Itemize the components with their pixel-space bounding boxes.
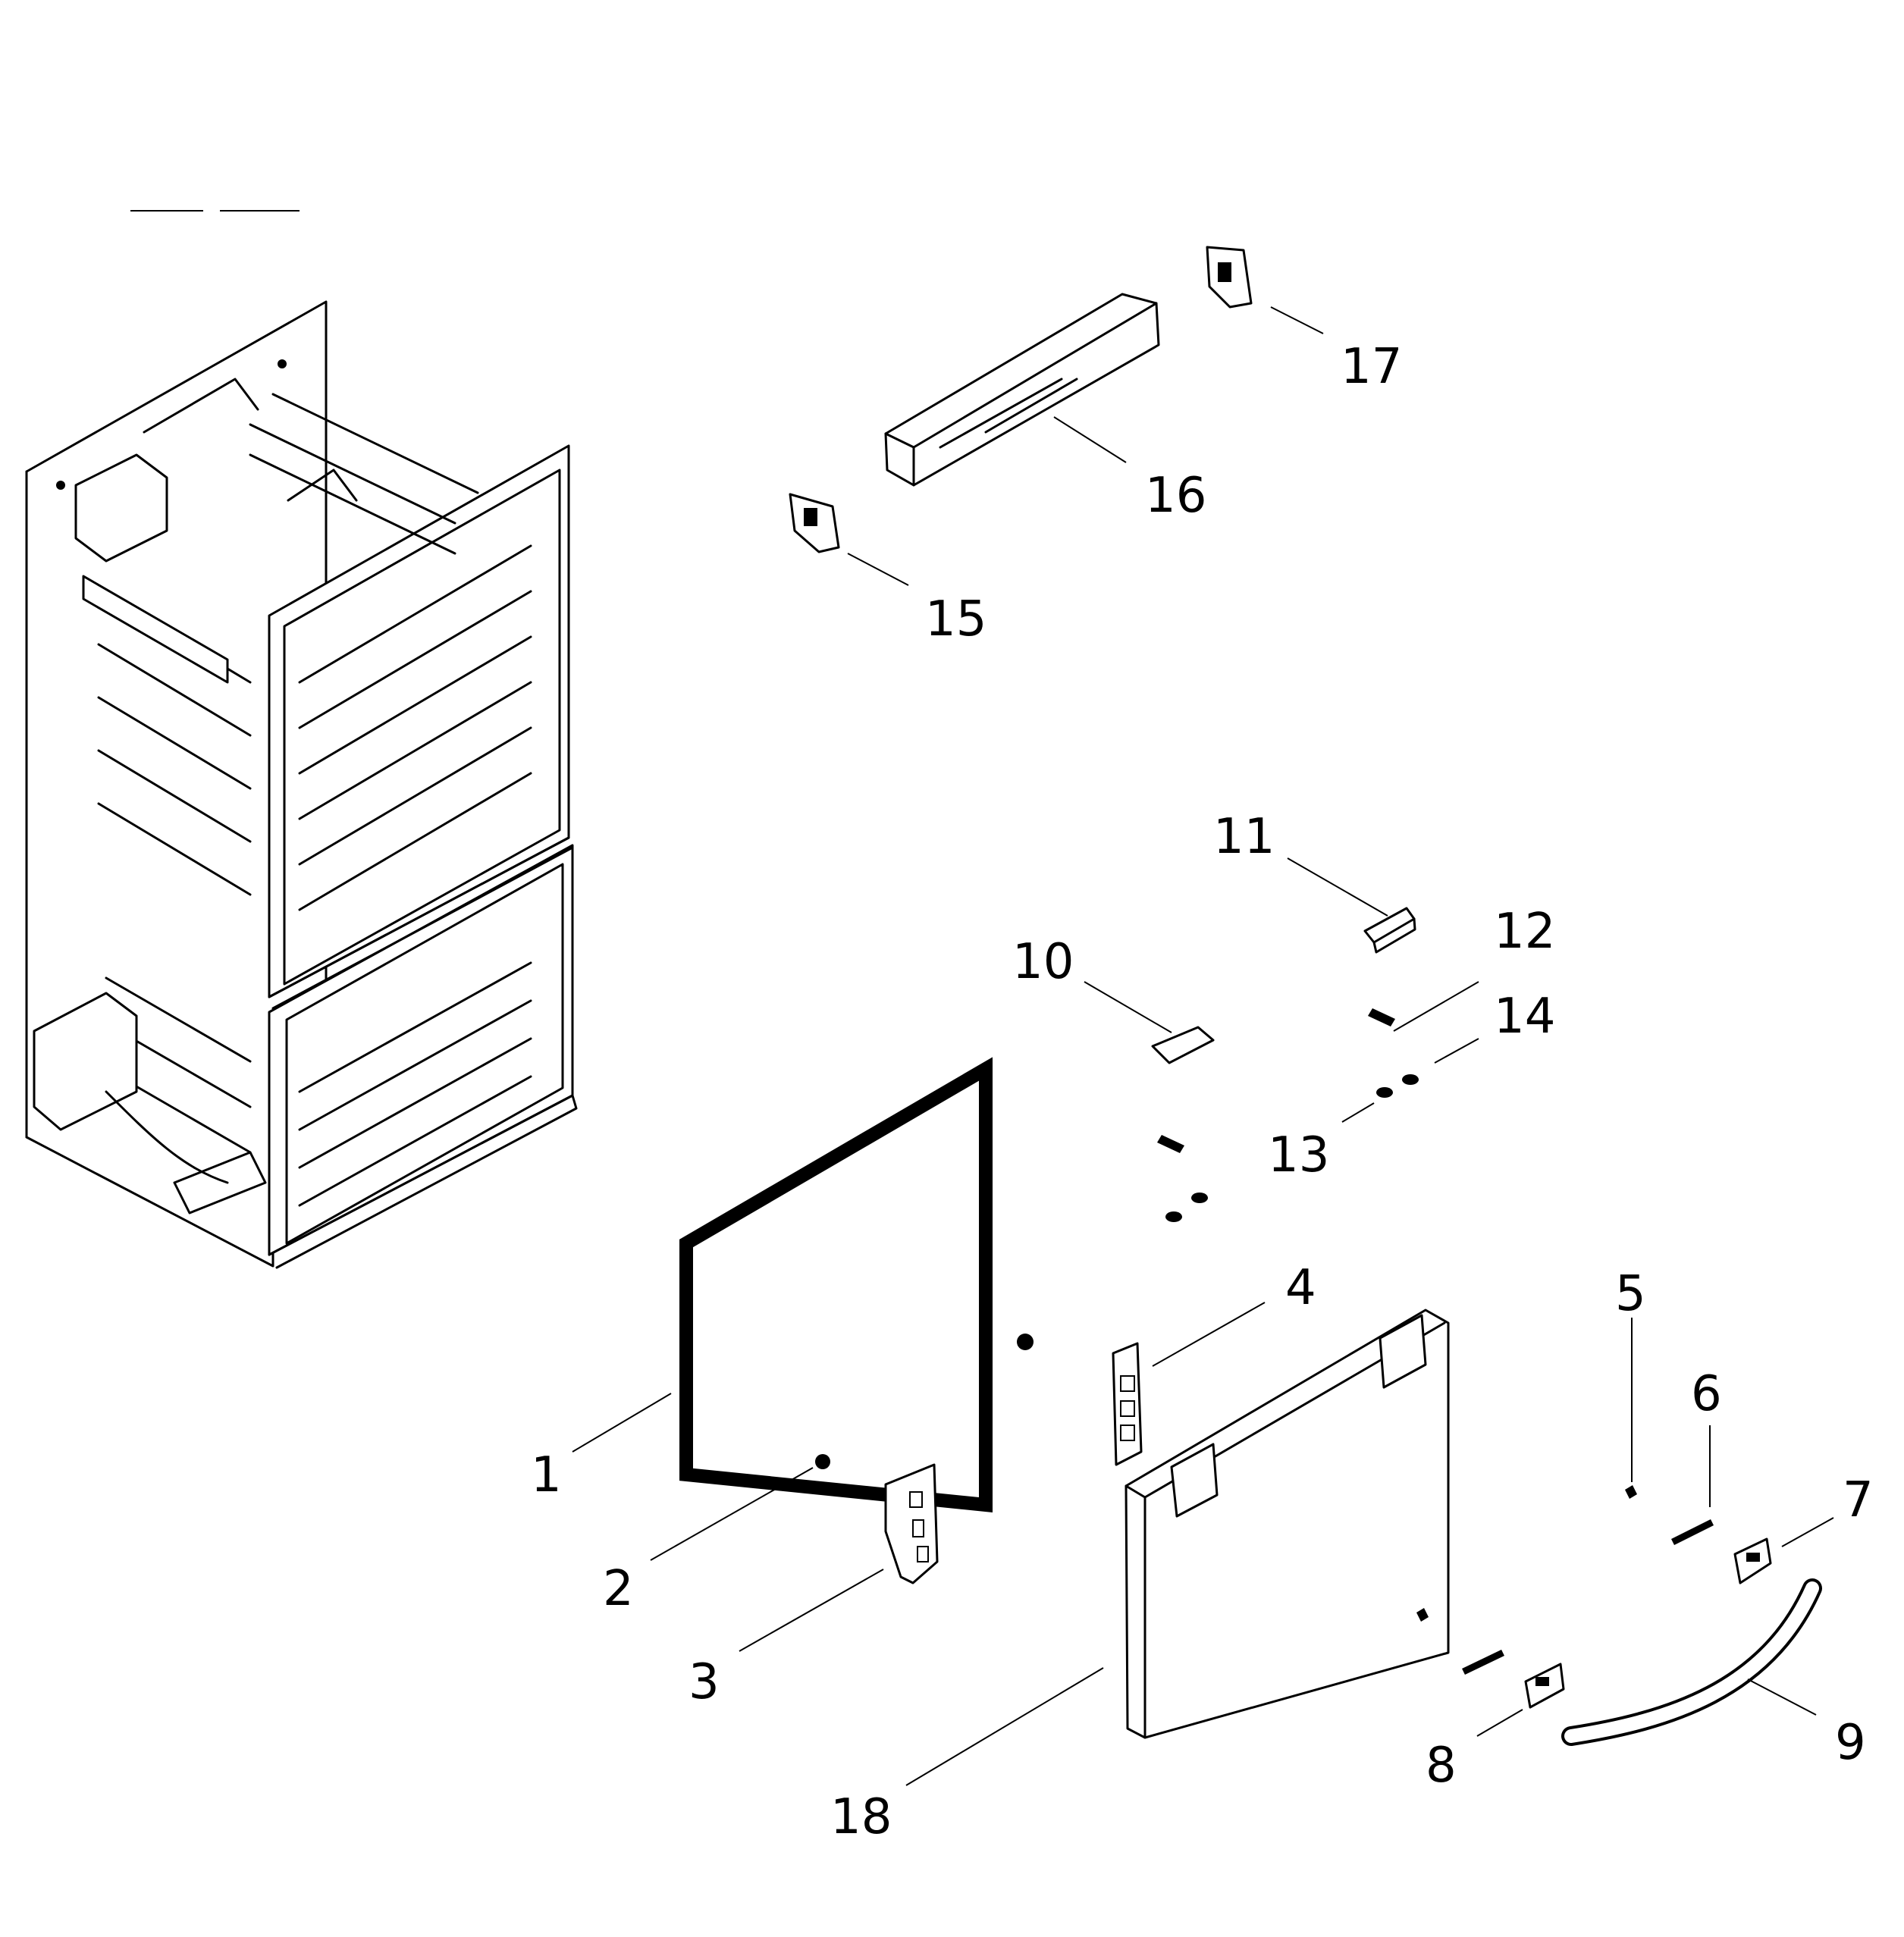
callout-11: 11 xyxy=(1213,809,1275,865)
part-4-hinge-plate xyxy=(1112,1342,1143,1466)
callout-4: 4 xyxy=(1285,1260,1316,1316)
callout-12: 12 xyxy=(1494,904,1555,960)
part-11-cover xyxy=(1363,907,1416,954)
part-8-handle-cap xyxy=(1524,1663,1565,1709)
part-10-cover xyxy=(1151,1026,1215,1064)
callout-6: 6 xyxy=(1691,1366,1722,1422)
callout-13: 13 xyxy=(1268,1127,1329,1183)
callout-7: 7 xyxy=(1843,1472,1874,1528)
leader-lines xyxy=(572,306,1834,1786)
part-16-drawer-rail xyxy=(884,293,1160,487)
part-18-freezer-door xyxy=(1125,1309,1450,1739)
part-5-pin xyxy=(1416,1485,1637,1622)
part-13-washer xyxy=(1165,1087,1393,1222)
callout-10: 10 xyxy=(1012,934,1074,990)
part-12-bolt xyxy=(1157,1008,1395,1153)
part-15-end-cap xyxy=(789,493,840,553)
callout-17: 17 xyxy=(1341,339,1402,395)
callout-9: 9 xyxy=(1835,1715,1866,1771)
part-17-end-cap xyxy=(1206,246,1253,309)
callout-2: 2 xyxy=(603,1561,634,1617)
callout-labels: 1 2 3 4 5 6 7 8 9 10 11 12 13 14 15 16 1… xyxy=(531,339,1874,1845)
callout-8: 8 xyxy=(1426,1738,1457,1794)
part-6-shaft xyxy=(1462,1519,1714,1675)
part-2-screw xyxy=(815,1334,1034,1469)
callout-16: 16 xyxy=(1145,468,1206,524)
part-3-hinge-bracket xyxy=(884,1463,939,1584)
callout-3: 3 xyxy=(689,1654,720,1710)
part-1-door-gasket xyxy=(679,1057,993,1512)
callout-14: 14 xyxy=(1494,989,1555,1045)
part-7-handle-cap xyxy=(1733,1537,1772,1584)
callout-18: 18 xyxy=(830,1789,892,1845)
callout-5: 5 xyxy=(1615,1266,1646,1322)
callout-15: 15 xyxy=(925,591,987,647)
refrigerator-cabinet xyxy=(25,300,578,1269)
part-9-door-handle xyxy=(1561,1578,1822,1746)
part-14-washer xyxy=(1191,1074,1419,1203)
callout-1: 1 xyxy=(531,1447,562,1503)
